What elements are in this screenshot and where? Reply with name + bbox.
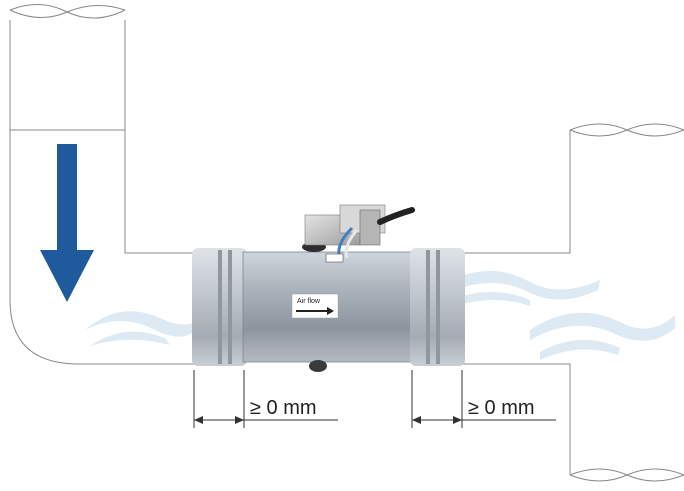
air-wave <box>540 339 620 360</box>
right-duct <box>460 123 684 482</box>
air-flow-label: Air flow <box>291 293 339 319</box>
damper-unit: Air flow <box>192 204 465 372</box>
left-clearance-label: ≥ 0 mm <box>250 397 317 419</box>
right-clearance-label: ≥ 0 mm <box>468 397 535 419</box>
arrow-right-icon <box>296 307 334 315</box>
air-wave <box>90 331 170 346</box>
bottom-fastener <box>309 360 327 372</box>
dimension-right: ≥ 0 mm <box>411 370 556 428</box>
dimension-left: ≥ 0 mm <box>193 370 338 428</box>
air-wave <box>85 311 200 337</box>
actuator-cable <box>377 207 415 225</box>
air-flow-waves <box>85 270 675 360</box>
arrow-down-icon <box>40 144 94 302</box>
vertical-duct <box>9 4 195 365</box>
actuator <box>302 204 415 263</box>
air-wave <box>455 291 530 306</box>
air-wave <box>455 270 600 300</box>
air-wave <box>530 312 675 341</box>
air-flow-label-text: Air flow <box>297 298 321 305</box>
